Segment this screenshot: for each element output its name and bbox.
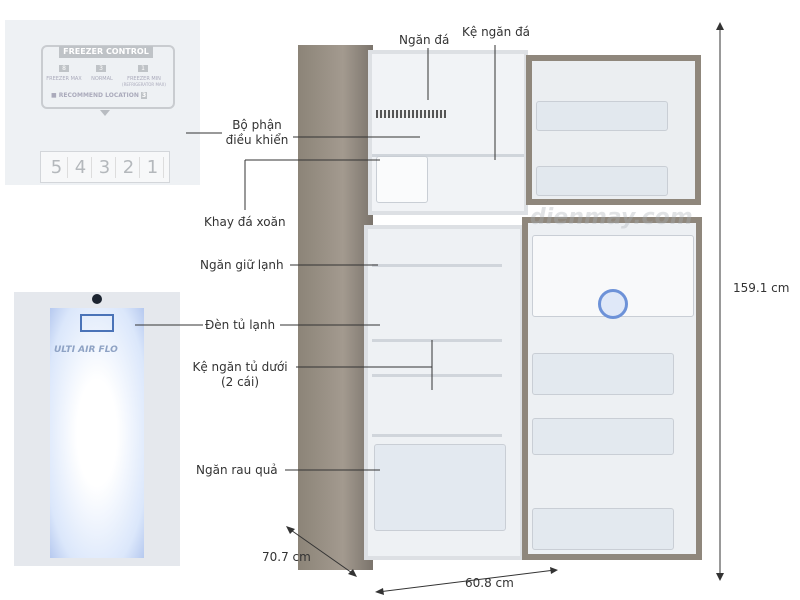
fridge-shelf: [372, 374, 502, 377]
freezer-control-title: FREEZER CONTROL: [59, 46, 153, 58]
label-vegetable-drawer: Ngăn rau quả: [196, 463, 278, 477]
dial-number: 5: [47, 156, 68, 178]
setting-label: NORMAL: [91, 76, 113, 82]
fridge-shelf: [372, 339, 502, 342]
label-twist-ice-tray: Khay đá xoăn: [204, 215, 286, 229]
label-freezer: Ngăn đá: [399, 33, 450, 47]
label-line: (2 cái): [220, 375, 260, 389]
lamp-logo-text: ULTI AIR FLO: [54, 345, 118, 355]
vent: [376, 110, 446, 118]
recommend-location: ■ RECOMMEND LOCATION 3: [51, 92, 148, 99]
fan-icon: [598, 289, 628, 319]
door-bin: [536, 166, 668, 196]
width-dimension-line: [377, 569, 556, 593]
label-lower-shelves: Kệ ngăn tủ dưới (2 cái): [186, 360, 294, 390]
freezer-door: [526, 55, 701, 205]
label-chill-compartment: Ngăn giữ lạnh: [200, 258, 284, 272]
lamp-light: [50, 308, 144, 558]
label-control-unit: Bộ phận điều khiển: [222, 118, 292, 148]
setting-number: 1: [138, 65, 148, 72]
arrow-head: [550, 567, 558, 574]
watermark: dienmay.com: [530, 205, 693, 230]
setting-label: FREEZER MIN: [127, 76, 161, 82]
dial-number: 1: [143, 156, 164, 178]
arrow-head: [286, 526, 295, 534]
ice-tray: [376, 156, 428, 203]
depth-dimension-line: [287, 527, 356, 576]
dial-number: 3: [95, 156, 116, 178]
setting-sublabel: (REFRIGERATOR MAX): [122, 82, 166, 87]
fridge-side-panel: [298, 45, 373, 570]
fridge-shelf: [372, 434, 502, 437]
door-bin: [532, 418, 674, 455]
pointer-triangle-icon: [100, 110, 110, 116]
fridge-shelf: [372, 264, 502, 267]
label-line: điều khiển: [225, 133, 289, 147]
door-bin: [536, 101, 668, 131]
dimension-height: 159.1 cm: [733, 281, 790, 295]
setting-number: 8: [59, 65, 69, 72]
dimension-depth: 70.7 cm: [262, 550, 311, 564]
sensor-icon: [92, 294, 102, 304]
air-flow-logo-icon: [80, 314, 114, 332]
arrow-head: [716, 22, 724, 30]
lamp-photo: ULTI AIR FLO: [14, 292, 180, 566]
vegetable-drawer: [374, 444, 506, 531]
control-panel-photo: FREEZER CONTROL 8 3 1 FREEZER MAX NORMAL…: [5, 20, 200, 185]
fridge-door: [522, 217, 702, 560]
setting-number: 3: [96, 65, 106, 72]
temperature-dial: 5 4 3 2 1: [40, 151, 170, 183]
label-fridge-light: Đèn tủ lạnh: [205, 318, 276, 332]
dial-number: 4: [71, 156, 92, 178]
arrow-head: [716, 573, 724, 581]
setting-label: FREEZER MAX: [46, 76, 82, 82]
door-bin: [532, 508, 674, 550]
dimension-width: 60.8 cm: [465, 576, 514, 590]
door-bin: [532, 353, 674, 395]
freezer-shelf: [372, 154, 524, 157]
arrow-head: [348, 569, 357, 577]
label-line: Kệ ngăn tủ dưới: [192, 360, 288, 374]
dial-number: 2: [119, 156, 140, 178]
freezer-compartment: [368, 50, 528, 215]
label-freezer-shelf: Kệ ngăn đá: [462, 25, 531, 39]
arrow-head: [375, 588, 384, 595]
label-line: Bộ phận: [232, 118, 282, 132]
fridge-compartment: [364, 225, 524, 560]
